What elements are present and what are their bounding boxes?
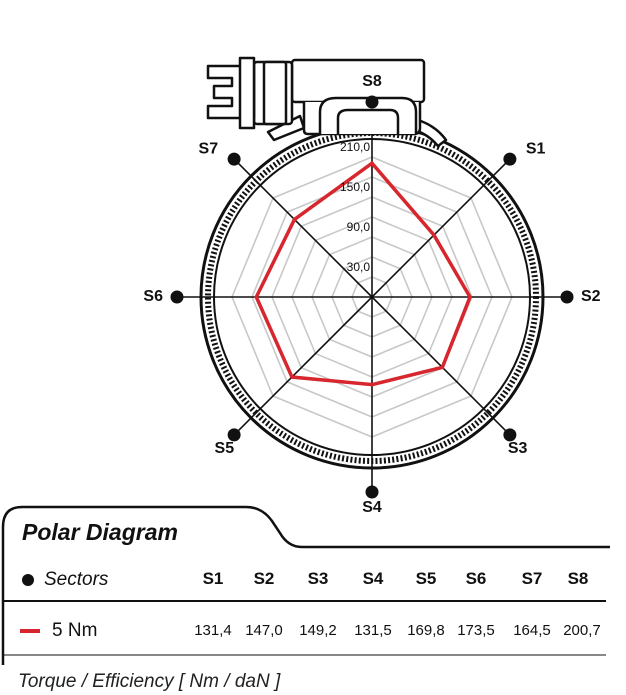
value-s8: 200,7 — [563, 622, 601, 639]
housing-arch-inner — [336, 108, 400, 134]
series-row: 5 Nm 131,4 147,0 149,2 131,5 169,8 173,5… — [0, 616, 626, 646]
value-s6: 173,5 — [457, 622, 495, 639]
sector-label-s5: S5 — [215, 440, 235, 457]
series-label: 5 Nm — [52, 620, 98, 641]
spoke-s5 — [233, 296, 373, 436]
footer-caption: Torque / Efficiency [ Nm / daN ] — [18, 671, 281, 692]
housing-body — [290, 58, 426, 104]
panel-frame — [1, 505, 610, 665]
radial-tick-labels: 30,0 90,0 150,0 210,0 — [340, 140, 370, 274]
value-s3: 149,2 — [299, 622, 337, 639]
sector-label-s8: S8 — [362, 73, 382, 90]
header-s1: S1 — [202, 569, 224, 588]
header-s3: S3 — [307, 569, 329, 588]
endpoint-dot-s4 — [365, 485, 379, 499]
header-s2: S2 — [253, 569, 275, 588]
sector-label-s6: S6 — [143, 288, 163, 305]
spoke-s7 — [233, 158, 373, 298]
tick-label-90: 90,0 — [347, 220, 371, 234]
sector-label-s2: S2 — [581, 288, 601, 305]
legend-panel: Polar Diagram Sectors S1 S2 S3 S4 S5 S6 … — [0, 505, 626, 665]
tick-label-150: 150,0 — [340, 180, 370, 194]
spoke-s1 — [371, 158, 511, 298]
series-point-s3 — [440, 365, 445, 370]
series-point-s1 — [432, 233, 436, 237]
endpoint-dot-s6 — [170, 290, 184, 304]
clamp-housing — [206, 56, 448, 148]
header-s4: S4 — [362, 569, 384, 588]
series-point-s5 — [290, 375, 294, 379]
series-point-s8 — [370, 161, 374, 165]
value-s5: 169,8 — [407, 622, 445, 639]
series-point-s7 — [292, 217, 297, 222]
radar-series — [254, 160, 472, 387]
header-s8: S8 — [567, 569, 589, 588]
bullet-dot-icon — [22, 574, 34, 586]
sector-label-s7: S7 — [199, 140, 219, 157]
panel-title: Polar Diagram — [22, 519, 178, 545]
endpoint-dot-s2 — [560, 290, 574, 304]
endpoint-dot-s3 — [503, 428, 517, 442]
endpoint-dot-s1 — [503, 152, 517, 166]
sectors-header-row: Sectors S1 S2 S3 S4 S5 S6 S7 S8 — [0, 565, 626, 595]
endpoint-dot-s7 — [227, 152, 241, 166]
endpoint-dot-s8 — [365, 95, 379, 109]
series-point-s2 — [468, 295, 472, 299]
value-s7: 164,5 — [513, 622, 551, 639]
series-swatch-icon — [20, 629, 40, 633]
header-s7: S7 — [521, 569, 543, 588]
header-s5: S5 — [415, 569, 437, 588]
series-point-s4 — [370, 382, 374, 387]
endpoint-dot-s5 — [227, 428, 241, 442]
sector-label-s1: S1 — [526, 140, 546, 157]
sector-label-s4: S4 — [362, 499, 382, 516]
tick-label-210: 210,0 — [340, 140, 370, 154]
sector-endpoints — [170, 95, 574, 499]
screw-shaft-inner — [262, 60, 288, 126]
series-point-s6 — [254, 295, 259, 299]
value-s4: 131,5 — [354, 622, 392, 639]
value-s2: 147,0 — [245, 622, 283, 639]
tick-label-30: 30,0 — [347, 260, 371, 274]
screw-head-slot — [238, 56, 256, 130]
value-s1: 131,4 — [194, 622, 232, 639]
sector-label-s3: S3 — [508, 440, 528, 457]
header-s6: S6 — [465, 569, 487, 588]
sectors-label: Sectors — [44, 569, 109, 590]
